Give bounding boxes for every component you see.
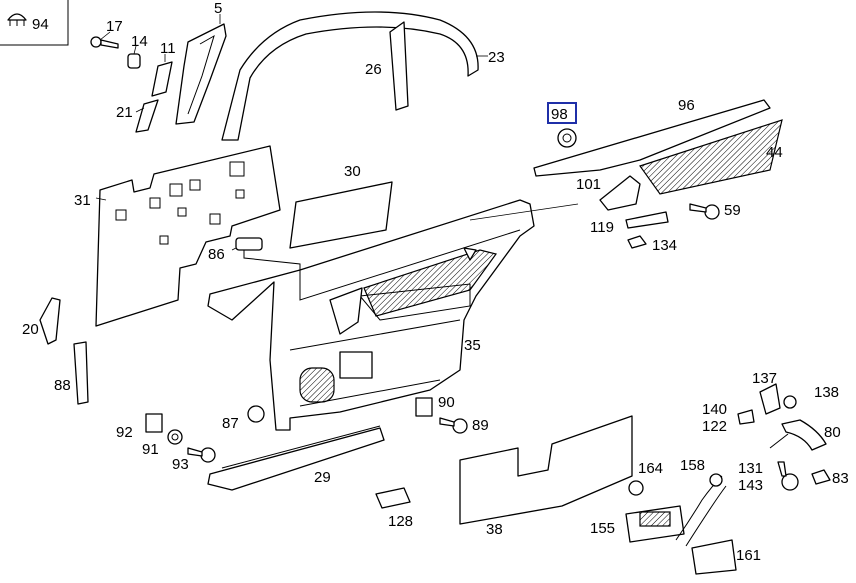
seal-26-icon bbox=[389, 21, 409, 111]
panel-35-pocket bbox=[339, 351, 373, 379]
callout-155: 155 bbox=[590, 520, 615, 537]
callout-119: 119 bbox=[590, 219, 614, 236]
door-frame-23 bbox=[221, 11, 488, 141]
callout-87: 87 bbox=[222, 415, 239, 432]
callout-140: 140 bbox=[702, 401, 727, 418]
bracket-20-icon bbox=[39, 297, 61, 345]
clip-90-icon bbox=[415, 397, 433, 417]
strip-88-icon bbox=[73, 341, 89, 405]
nut-83-icon bbox=[811, 469, 831, 485]
bracket-137-icon bbox=[759, 383, 781, 415]
callout-92: 92 bbox=[116, 424, 133, 441]
clip-94-icon bbox=[7, 13, 27, 21]
screw-89-icon bbox=[452, 418, 468, 434]
callout-11: 11 bbox=[160, 40, 176, 57]
callout-137: 137 bbox=[752, 370, 777, 387]
screw-17-icon bbox=[90, 36, 102, 48]
callout-161: 161 bbox=[736, 547, 761, 564]
screw-164-icon bbox=[628, 480, 644, 496]
clip-14-icon bbox=[127, 53, 141, 69]
upper-trim-96 bbox=[533, 99, 783, 249]
inset-label: 94 bbox=[32, 16, 49, 33]
screw-59-icon bbox=[704, 204, 720, 220]
trim-11-icon bbox=[151, 61, 173, 97]
trim-strip-20-88 bbox=[39, 297, 89, 405]
callout-44: 44 bbox=[766, 144, 783, 161]
armrest-trim-44-icon bbox=[639, 119, 783, 195]
screw-93-icon bbox=[200, 447, 216, 463]
clip-98-icon bbox=[557, 128, 577, 148]
callout-88: 88 bbox=[54, 377, 71, 394]
panel-38 bbox=[459, 415, 633, 525]
callout-17: 17 bbox=[106, 18, 123, 35]
trim-21-icon bbox=[135, 99, 159, 133]
callout-89: 89 bbox=[472, 417, 489, 434]
callout-128: 128 bbox=[388, 513, 413, 530]
callout-83: 83 bbox=[832, 470, 849, 487]
lamp-161-icon bbox=[691, 539, 737, 575]
clip-92-icon bbox=[145, 413, 163, 433]
callout-96: 96 bbox=[678, 97, 695, 114]
clip-134-icon bbox=[627, 235, 647, 249]
callout-23: 23 bbox=[488, 49, 505, 66]
callout-21: 21 bbox=[116, 104, 133, 121]
callout-26: 26 bbox=[365, 61, 382, 78]
clip-140-icon bbox=[737, 409, 755, 425]
fasteners-lower-left bbox=[145, 397, 468, 463]
callout-134: 134 bbox=[652, 237, 677, 254]
callout-158: 158 bbox=[680, 457, 705, 474]
callout-122: 122 bbox=[702, 418, 727, 435]
parts-upper-left bbox=[90, 31, 173, 133]
lamp-harness bbox=[625, 473, 737, 575]
switch-bezel-101-icon bbox=[599, 175, 641, 211]
callout-86: 86 bbox=[208, 246, 225, 263]
callout-30: 30 bbox=[344, 163, 361, 180]
callout-14: 14 bbox=[131, 33, 148, 50]
callout-138: 138 bbox=[814, 384, 839, 401]
screw-131-icon bbox=[781, 473, 799, 491]
callout-80: 80 bbox=[824, 424, 841, 441]
callout-35: 35 bbox=[464, 337, 481, 354]
callout-131: 131 bbox=[738, 460, 763, 477]
callout-38: 38 bbox=[486, 521, 503, 538]
callout-164: 164 bbox=[638, 460, 663, 477]
callout-93: 93 bbox=[172, 456, 189, 473]
callout-labels: 5 17 14 11 23 26 21 98 96 44 30 101 31 5… bbox=[22, 0, 849, 564]
sill-trim-29 bbox=[207, 425, 385, 491]
callout-31: 31 bbox=[74, 192, 91, 209]
callout-143: 143 bbox=[738, 477, 763, 494]
inset-box: 94 bbox=[0, 0, 69, 46]
callout-59: 59 bbox=[724, 202, 741, 219]
washer-91-icon bbox=[167, 429, 183, 445]
callout-20: 20 bbox=[22, 321, 39, 338]
callout-98: 98 bbox=[551, 106, 568, 123]
callout-90: 90 bbox=[438, 394, 455, 411]
callout-101: 101 bbox=[576, 176, 601, 193]
callout-91: 91 bbox=[142, 441, 159, 458]
callout-29: 29 bbox=[314, 469, 331, 486]
bracket-119-icon bbox=[625, 211, 669, 229]
clip-128 bbox=[375, 487, 411, 509]
clip-86 bbox=[231, 237, 301, 272]
door-handle-assembly bbox=[737, 383, 831, 491]
highlight-box bbox=[547, 102, 577, 124]
speaker-grille-icon bbox=[299, 367, 335, 403]
clip-87-icon bbox=[247, 405, 265, 423]
handle-80-icon bbox=[781, 419, 827, 451]
pillar-trim-5 bbox=[175, 14, 227, 125]
sheet-30 bbox=[289, 181, 393, 249]
cap-138-icon bbox=[783, 395, 797, 409]
callout-5: 5 bbox=[214, 0, 222, 17]
door-panel-35 bbox=[207, 199, 579, 431]
insulation-31 bbox=[95, 145, 281, 327]
